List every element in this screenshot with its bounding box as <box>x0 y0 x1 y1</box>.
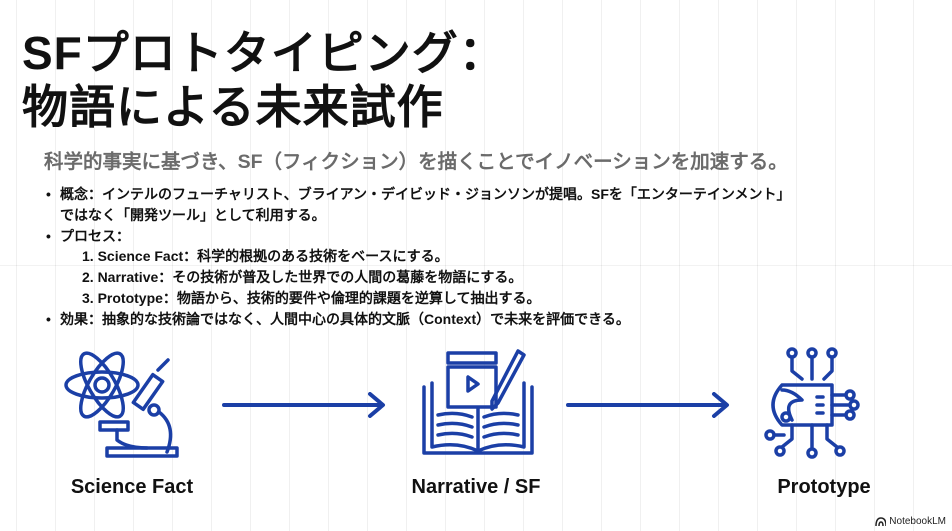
robot-circuit-icon <box>764 347 860 459</box>
process-step-2: 2. Narrative：その技術が普及した世界での人間の葛藤を物語にする。 <box>82 269 523 286</box>
page-title: SFプロトタイピング：物語による未来試作 <box>22 26 506 134</box>
atom-microscope-icon <box>64 351 179 458</box>
bullet-effect: 効果：抽象的な技術論ではなく、人間中心の具体的文脈（Context）で未来を評価… <box>44 309 791 330</box>
arrow-right-icon <box>222 392 385 418</box>
flow-label-prototype: Prototype <box>777 476 871 498</box>
notebooklm-logo-icon <box>875 517 887 526</box>
flow-label-narrative: Narrative / SF <box>411 476 541 498</box>
bullet-concept: 概念：インテルのフューチャリスト、ブライアン・デイビッド・ジョンソンが提唱。SF… <box>44 184 791 205</box>
process-step-3: 3. Prototype：物語から、技術的要件や倫理的課題を逆算して抽出する。 <box>82 289 541 306</box>
notebooklm-watermark: NotebookLM <box>875 516 946 527</box>
grid-line <box>0 265 952 266</box>
bullet-process: プロセス： <box>44 226 791 247</box>
book-clapper-pen-icon <box>422 349 534 455</box>
bullet-concept-cont: ではなく「開発ツール」として利用する。 <box>60 206 326 223</box>
subtitle: 科学的事実に基づき、SF（フィクション）を描くことでイノベーションを加速する。 <box>44 151 788 173</box>
process-step-1: 1. Science Fact：科学的根拠のある技術をベースにする。 <box>82 248 449 265</box>
arrow-right-icon <box>566 392 729 418</box>
brand-label: NotebookLM <box>889 516 946 527</box>
bullet-list: 概念：インテルのフューチャリスト、ブライアン・デイビッド・ジョンソンが提唱。SF… <box>44 184 791 330</box>
title-line-2: 物語による未来試作 <box>22 81 444 133</box>
title-line-1: SFプロトタイピング： <box>22 27 506 79</box>
flow-label-science-fact: Science Fact <box>70 476 194 498</box>
